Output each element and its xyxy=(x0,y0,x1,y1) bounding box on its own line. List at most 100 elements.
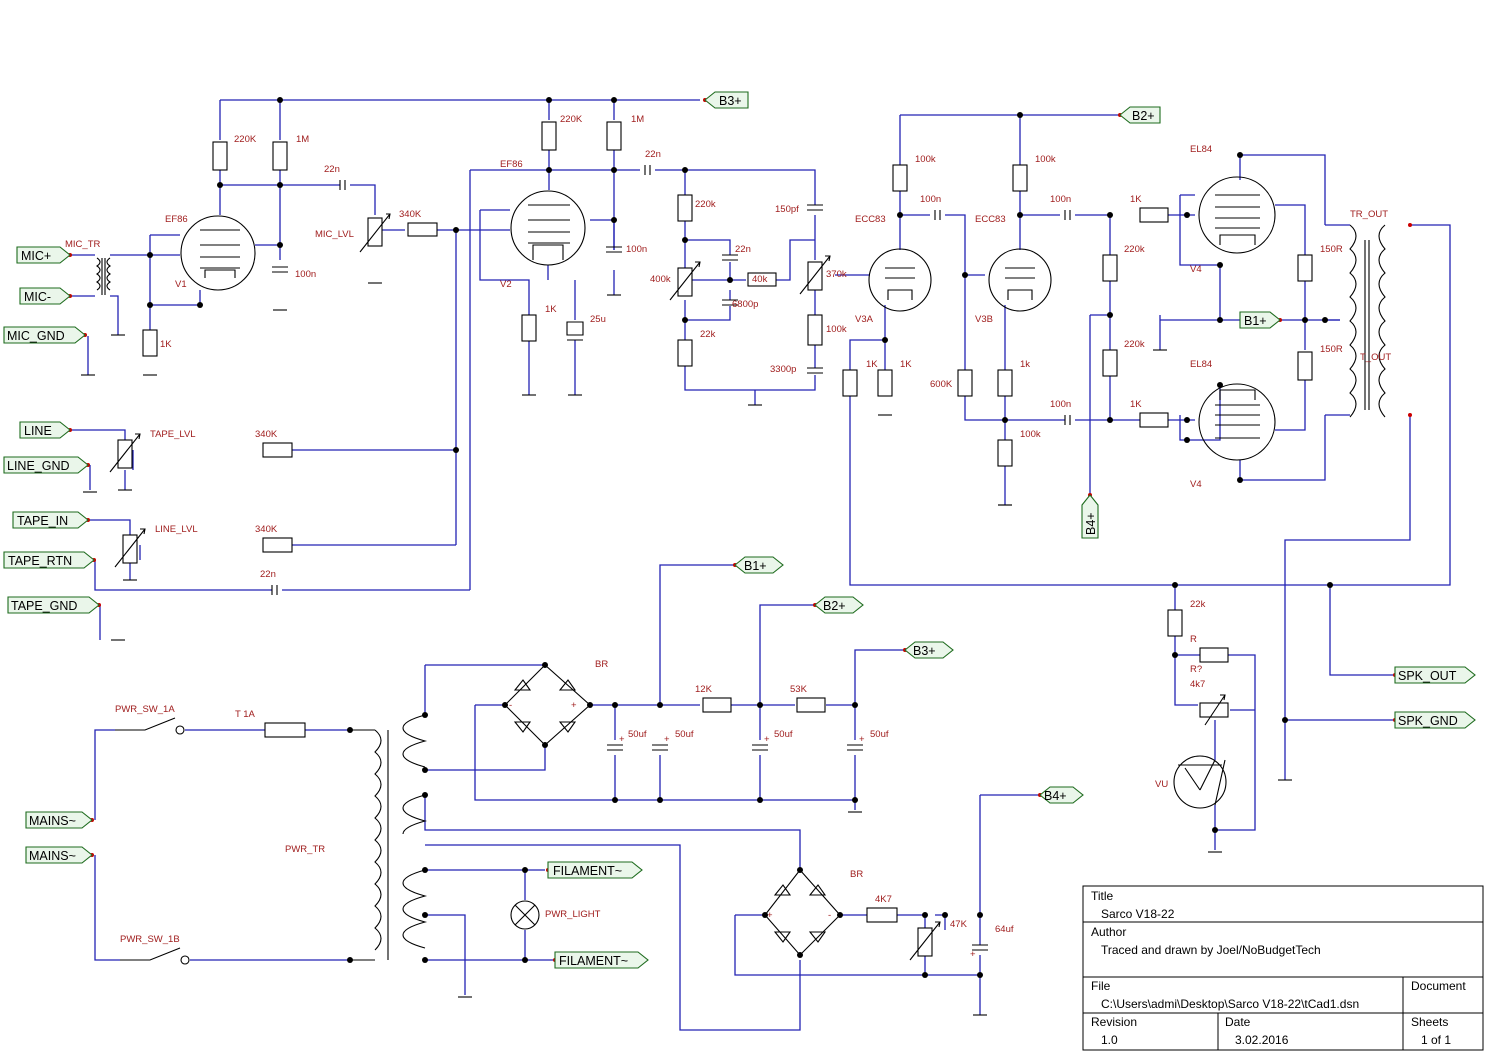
label-el84-a: EL84 xyxy=(1190,144,1212,155)
label-r340k-2: 340K xyxy=(255,429,278,440)
port-line-gnd: LINE_GND xyxy=(3,456,89,474)
label-v4-b: V4 xyxy=(1190,479,1202,490)
label-v3a: V3A xyxy=(855,314,874,325)
label-r100k-1: 100k xyxy=(826,324,847,335)
label-mic-lvl: MIC_LVL xyxy=(315,229,354,240)
label-v2: V2 xyxy=(500,279,512,290)
label-t-out: T_OUT xyxy=(1360,352,1391,363)
label-r-q: R? xyxy=(1190,664,1202,675)
date-value: 3.02.2016 xyxy=(1235,1033,1289,1047)
label-r220k-3: 220k xyxy=(695,199,716,210)
port-b3-psu-text: B3+ xyxy=(913,644,936,658)
tubes xyxy=(180,176,1276,461)
label-c50uf-3: 50uf xyxy=(774,729,793,740)
label-c22n-2: 22n xyxy=(645,149,661,160)
misc-components xyxy=(115,717,1227,965)
port-tape-gnd: TAPE_GND xyxy=(7,596,100,614)
svg-text:+: + xyxy=(764,734,770,745)
label-r220k-2: 220K xyxy=(560,114,583,125)
port-tape-in: TAPE_IN xyxy=(12,511,89,529)
label-r100k-2: 100k xyxy=(915,154,936,165)
label-c100n-2: 100n xyxy=(626,244,647,255)
label-r4k7-1: 4K7 xyxy=(875,894,892,905)
document-heading: Document xyxy=(1411,979,1466,993)
port-mains-2-text: MAINS~ xyxy=(29,849,76,863)
port-mic-gnd-text: MIC_GND xyxy=(7,329,65,343)
label-r12k: 12K xyxy=(695,684,713,695)
label-tape-lvl: TAPE_LVL xyxy=(150,429,196,440)
label-c3300p: 3300p xyxy=(770,364,796,375)
port-spk-out-text: SPK_OUT xyxy=(1398,669,1457,683)
svg-text:+: + xyxy=(571,700,577,711)
label-r53k: 53K xyxy=(790,684,808,695)
sheets-heading: Sheets xyxy=(1411,1015,1448,1029)
label-v1: V1 xyxy=(175,279,187,290)
title-heading: Title xyxy=(1091,889,1114,903)
label-c22n-3: 22n xyxy=(735,244,751,255)
port-b1-psu: B1+ xyxy=(734,556,784,574)
label-r340k-1: 340K xyxy=(399,209,422,220)
port-b2-psu: B2+ xyxy=(814,596,864,614)
label-ef86-2: EF86 xyxy=(500,159,523,170)
label-ecc83-a: ECC83 xyxy=(855,214,886,225)
junctions xyxy=(147,97,1333,978)
port-filament-1: FILAMENT~ xyxy=(547,861,643,879)
label-r600k: 600K xyxy=(930,379,953,390)
label-c50uf-4: 50uf xyxy=(870,729,889,740)
label-p4k7: 4k7 xyxy=(1190,679,1205,690)
component-labels: MIC_TR EF86 V1 220K 1M 22n 100n 1K MIC_L… xyxy=(65,114,1391,945)
label-r150r-2: 150R xyxy=(1320,344,1343,355)
label-vu: VU xyxy=(1155,779,1168,790)
revision-heading: Revision xyxy=(1091,1015,1137,1029)
port-b4-psu-text: B4+ xyxy=(1044,789,1067,803)
label-c100n-4: 100n xyxy=(1050,194,1071,205)
resistors xyxy=(142,121,1313,923)
port-b4-psu: B4+ xyxy=(1039,786,1084,804)
port-b3-top-text: B3+ xyxy=(719,94,742,108)
port-line-text: LINE xyxy=(24,424,52,438)
svg-text:+: + xyxy=(619,734,625,745)
port-b1-out: B1+ xyxy=(1239,311,1281,329)
svg-text:+: + xyxy=(664,734,670,745)
port-mic-minus-text: MIC- xyxy=(24,290,51,304)
svg-text:-: - xyxy=(509,700,512,711)
label-c150pf: 150pf xyxy=(775,204,799,215)
label-c100n-5: 100n xyxy=(1050,399,1071,410)
label-r340k-3: 340K xyxy=(255,524,278,535)
port-tape-rtn: TAPE_RTN xyxy=(3,551,95,569)
port-mic-plus-text: MIC+ xyxy=(21,249,51,263)
port-mic-gnd: MIC_GND xyxy=(3,326,86,344)
label-r1k-5: 1k xyxy=(1020,359,1030,370)
port-tape-rtn-text: TAPE_RTN xyxy=(8,554,72,568)
label-r1m-2: 1M xyxy=(631,114,644,125)
label-c22n-4: 22n xyxy=(260,569,276,580)
port-filament-2: FILAMENT~ xyxy=(554,951,649,969)
port-b2-top-text: B2+ xyxy=(1132,109,1155,123)
label-c50uf-1: 50uf xyxy=(628,729,647,740)
port-filament-2-text: FILAMENT~ xyxy=(559,954,628,968)
port-b2-top: B2+ xyxy=(1119,106,1161,124)
label-v3b: V3B xyxy=(975,314,993,325)
port-line-gnd-text: LINE_GND xyxy=(7,459,70,473)
label-c50uf-2: 50uf xyxy=(675,729,694,740)
label-v4-a: V4 xyxy=(1190,264,1202,275)
label-r1k-7: 1K xyxy=(1130,399,1142,410)
label-line-lvl: LINE_LVL xyxy=(155,524,198,535)
port-spk-gnd: SPK_GND xyxy=(1394,711,1476,729)
port-tape-in-text: TAPE_IN xyxy=(17,514,68,528)
label-p370k: 370k xyxy=(826,269,847,280)
label-ef86-1: EF86 xyxy=(165,214,188,225)
potentiometers xyxy=(109,213,1229,961)
label-r1k-1: 1K xyxy=(160,339,172,350)
label-r100k-4: 100k xyxy=(1020,429,1041,440)
label-p400k: 400k xyxy=(650,274,671,285)
label-r100k-3: 100k xyxy=(1035,154,1056,165)
label-tr-out: TR_OUT xyxy=(1350,209,1388,220)
label-r1m-1: 1M xyxy=(296,134,309,145)
title-block: Title Sarco V18-22 Author Traced and dra… xyxy=(1082,885,1484,1051)
label-c25u: 25u xyxy=(590,314,606,325)
port-mains-1: MAINS~ xyxy=(25,811,93,829)
author-value: Traced and drawn by Joel/NoBudgetTech xyxy=(1101,943,1321,957)
port-spk-out: SPK_OUT xyxy=(1394,666,1476,684)
port-labels: MIC+ MIC- MIC_GND LINE LINE_GND TAPE_IN … xyxy=(3,91,1476,969)
